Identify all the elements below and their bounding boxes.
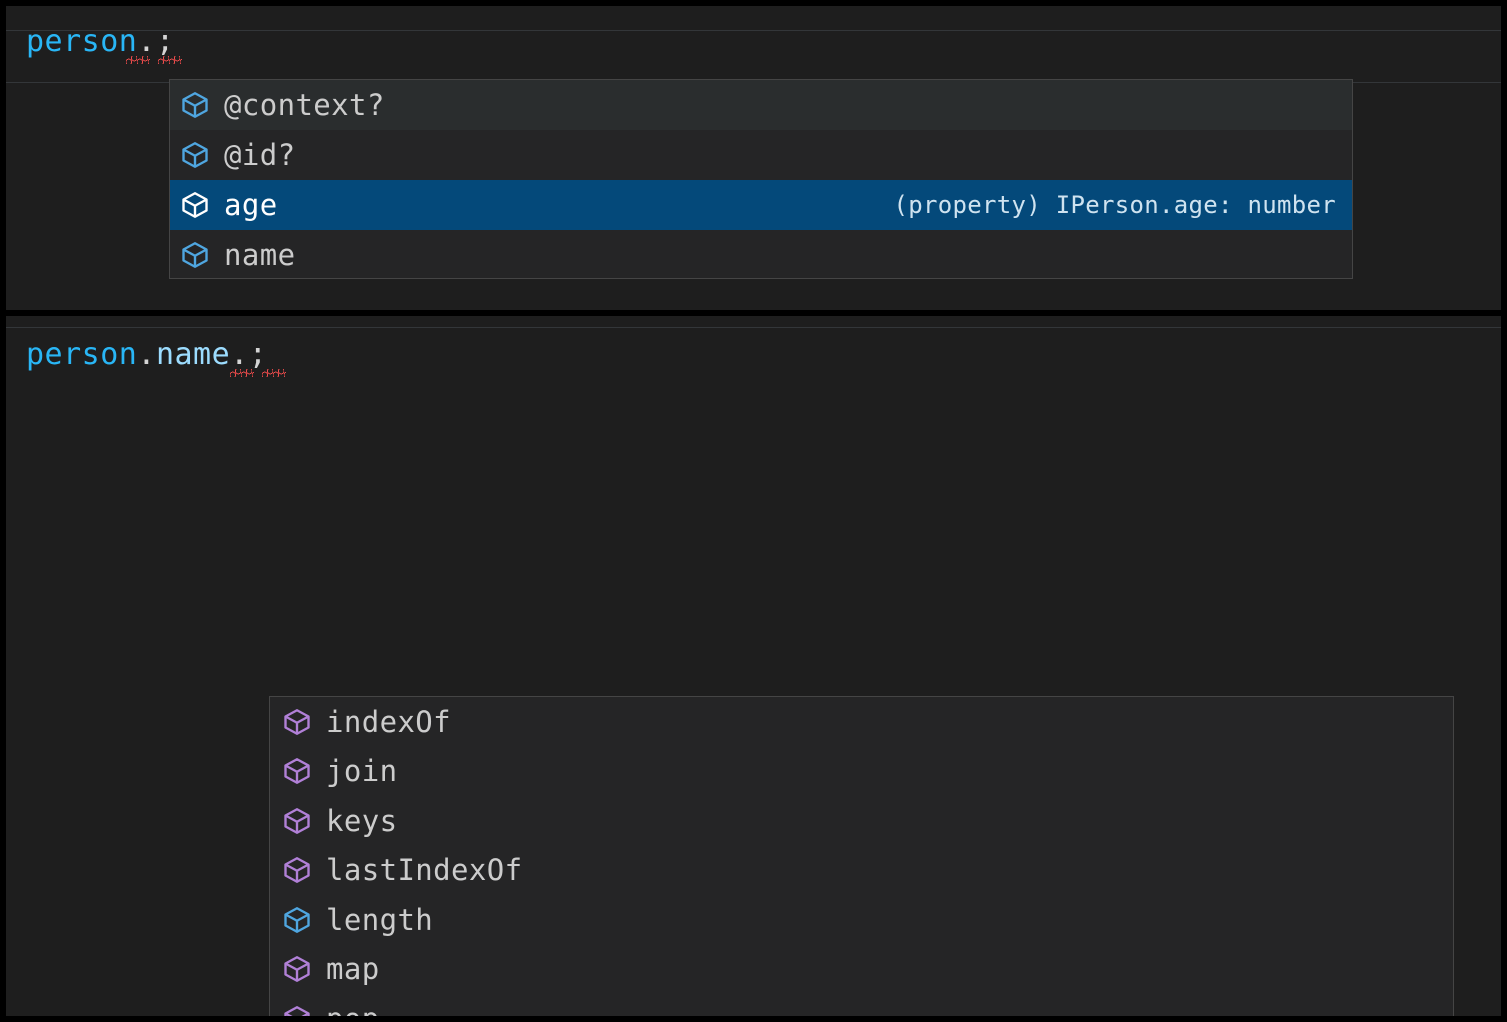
suggestion-item-map[interactable]: map xyxy=(270,944,1453,994)
suggestion-widget-person[interactable]: @context? @id? age (proper xyxy=(169,79,1353,279)
error-squiggle xyxy=(262,369,286,377)
suggestion-label: name xyxy=(224,238,296,272)
suggestion-item-id[interactable]: @id? xyxy=(170,130,1352,180)
suggestion-label: join xyxy=(326,754,398,789)
code-token-dot: . xyxy=(137,24,156,59)
property-cube-icon xyxy=(182,142,208,168)
suggestion-item-context[interactable]: @context? xyxy=(170,80,1352,130)
error-squiggle xyxy=(230,369,254,377)
panel-rule xyxy=(6,327,1501,328)
error-squiggle xyxy=(158,56,182,64)
code-token-dot: . xyxy=(230,337,249,372)
suggestion-item-keys[interactable]: keys xyxy=(270,796,1453,846)
method-cube-icon xyxy=(284,1005,310,1016)
suggestion-item-indexof[interactable]: indexOf xyxy=(270,697,1453,747)
suggestion-item-age[interactable]: age (property) IPerson.age: number xyxy=(170,180,1352,230)
method-cube-icon xyxy=(284,956,310,983)
suggestion-item-join[interactable]: join xyxy=(270,746,1453,796)
suggestion-label: @id? xyxy=(224,138,296,172)
code-token-property: name xyxy=(155,337,231,372)
person-name-completion-panel: person.name.; indexOf join xyxy=(6,316,1501,1016)
suggestion-item-name[interactable]: name xyxy=(170,230,1352,278)
suggestion-item-lastindexof[interactable]: lastIndexOf xyxy=(270,845,1453,895)
method-cube-icon xyxy=(284,758,310,785)
method-cube-icon xyxy=(284,807,310,834)
suggestion-item-length[interactable]: length xyxy=(270,895,1453,945)
code-line-person[interactable]: person.; xyxy=(26,20,1501,64)
code-token-dot: . xyxy=(137,337,156,372)
property-cube-icon xyxy=(182,92,208,118)
suggestion-label: @context? xyxy=(224,88,385,122)
person-completion-panel: person.; @context? @id? xyxy=(6,6,1501,310)
suggestion-label: map xyxy=(326,952,380,987)
suggestion-label: length xyxy=(326,902,434,937)
code-token-variable: person xyxy=(26,24,138,59)
method-cube-icon xyxy=(284,708,310,735)
suggestion-label: lastIndexOf xyxy=(326,853,523,888)
suggestion-label: indexOf xyxy=(326,704,452,739)
suggestion-label: pop xyxy=(326,1002,380,1016)
suggestion-detail: (property) IPerson.age: number xyxy=(893,191,1336,219)
error-squiggle xyxy=(126,56,150,64)
code-line-person-name[interactable]: person.name.; xyxy=(26,333,1501,377)
property-cube-icon xyxy=(182,242,208,268)
code-token-semicolon: ; xyxy=(248,337,268,372)
property-cube-icon xyxy=(182,192,208,218)
suggestion-widget-name[interactable]: indexOf join keys xyxy=(269,696,1454,1016)
suggestion-label: keys xyxy=(326,803,398,838)
property-cube-icon xyxy=(284,906,310,933)
code-token-semicolon: ; xyxy=(155,24,175,59)
method-cube-icon xyxy=(284,857,310,884)
suggestion-item-pop[interactable]: pop xyxy=(270,994,1453,1016)
panel-rule xyxy=(6,30,1501,31)
suggestion-label: age xyxy=(224,188,278,222)
code-token-variable: person xyxy=(26,337,138,372)
